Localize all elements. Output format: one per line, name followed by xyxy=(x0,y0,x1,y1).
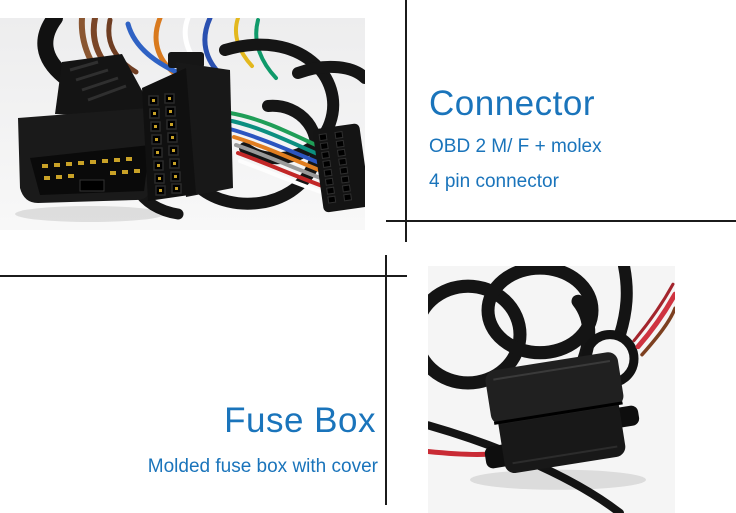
fusebox-heading: Fuse Box xyxy=(224,401,376,440)
fuse-box-product-photo xyxy=(428,266,675,513)
fuse-box-photo-illustration xyxy=(428,266,675,513)
fusebox-subtitle-line1: Molded fuse box with cover xyxy=(147,456,378,477)
divider-vertical-top xyxy=(405,0,407,242)
connector-photo-illustration xyxy=(0,18,365,230)
molex-connector xyxy=(313,123,365,213)
connector-subtitle-line2: 4 pin connector xyxy=(429,171,559,192)
obd2-male-connector xyxy=(18,18,159,203)
connector-product-photo xyxy=(0,18,365,230)
connector-subtitle-line1: OBD 2 M/ F + molex xyxy=(429,136,602,157)
fuse-box-body xyxy=(484,352,640,474)
obd2-female-connector xyxy=(142,52,233,201)
divider-horizontal-top xyxy=(386,220,736,222)
connector-heading: Connector xyxy=(429,84,595,123)
divider-horizontal-bottom xyxy=(0,275,407,277)
divider-vertical-bottom xyxy=(385,255,387,505)
